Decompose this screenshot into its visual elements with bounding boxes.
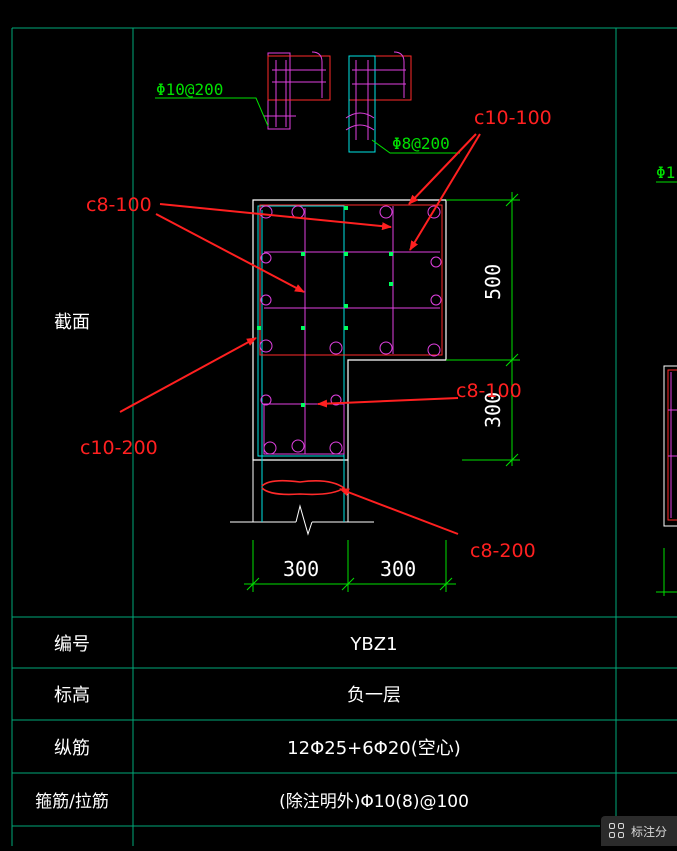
- dim-horizontal-left: 300: [283, 557, 319, 581]
- dimension-lines: [244, 192, 520, 592]
- row-label-elevation: 标高: [54, 685, 90, 706]
- section-label: 截面: [54, 312, 90, 333]
- row-value-longitudinal: 12Φ25+6Φ20(空心): [287, 738, 461, 759]
- row-label-longitudinal: 纵筋: [54, 738, 90, 759]
- annotation-arrows: [119, 133, 481, 535]
- dim-vertical-bottom: 300: [481, 392, 505, 428]
- row-value-elevation: 负一层: [347, 685, 401, 706]
- column-section: [230, 199, 447, 536]
- row-value-id: YBZ1: [349, 634, 397, 655]
- status-chip[interactable]: 标注分: [601, 816, 677, 846]
- table-grid: [11, 27, 677, 846]
- annotation-c10-100: c10-100: [474, 107, 552, 129]
- dim-horizontal-right: 300: [380, 557, 416, 581]
- grid-icon: [609, 823, 625, 839]
- dim-vertical-top: 500: [481, 264, 505, 300]
- rebar-bars: [259, 205, 442, 455]
- annotation-c8-100-bottom: c8-100: [456, 380, 522, 402]
- label-left-tie: Φ10@200: [156, 80, 223, 99]
- annotation-c8-200: c8-200: [470, 540, 536, 562]
- tie-detail-right: [345, 51, 412, 153]
- row-label-stirrup: 箍筋/拉筋: [35, 792, 109, 812]
- tie-detail-left: [264, 51, 331, 130]
- tie-leaders: [155, 97, 677, 183]
- tie-markers: [257, 206, 393, 407]
- label-right-tie: Φ8@200: [392, 134, 450, 153]
- row-value-stirrup: (除注明外)Φ10(8)@100: [279, 792, 469, 812]
- label-edge-partial: Φ1: [656, 163, 675, 182]
- status-chip-label: 标注分: [631, 824, 668, 839]
- row-label-id: 编号: [54, 634, 90, 655]
- annotation-c8-100-top: c8-100: [86, 194, 152, 216]
- adjacent-section-partial: [656, 365, 677, 596]
- annotation-c10-200: c10-200: [80, 437, 158, 459]
